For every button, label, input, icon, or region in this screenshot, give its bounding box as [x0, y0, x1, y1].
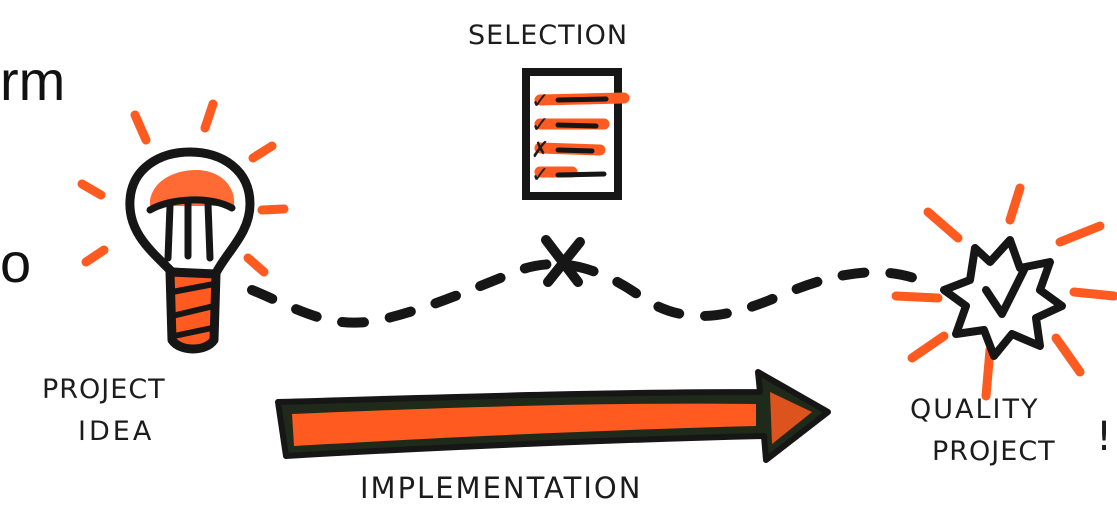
side-text-line2: o [0, 231, 31, 294]
checklist-mark-2: ✓ [531, 113, 549, 138]
selection-label: SELECTION [468, 20, 628, 51]
arrow-icon [275, 369, 831, 463]
quality-project-label-line2: PROJECT [932, 436, 1056, 467]
dashed-path [247, 259, 925, 328]
side-text-line1: rm [0, 49, 65, 112]
lightbulb-icon [77, 99, 289, 354]
checklist-icon: ✓ ✓ ✗ ✓ [522, 68, 630, 200]
checklist-mark-4: ✓ [531, 163, 549, 188]
exclamation-mark: ! [1096, 414, 1112, 460]
project-idea-label-line2: IDEA [78, 416, 154, 447]
checkmark-badge-icon [891, 183, 1117, 401]
implementation-label: IMPLEMENTATION [360, 471, 642, 505]
project-idea-label-line1: PROJECT [42, 374, 166, 405]
checklist-mark-1: ✓ [531, 89, 549, 114]
quality-project-label-line1: QUALITY [910, 394, 1039, 425]
cross-mark-icon [541, 235, 585, 287]
checklist-mark-3: ✗ [531, 138, 549, 163]
